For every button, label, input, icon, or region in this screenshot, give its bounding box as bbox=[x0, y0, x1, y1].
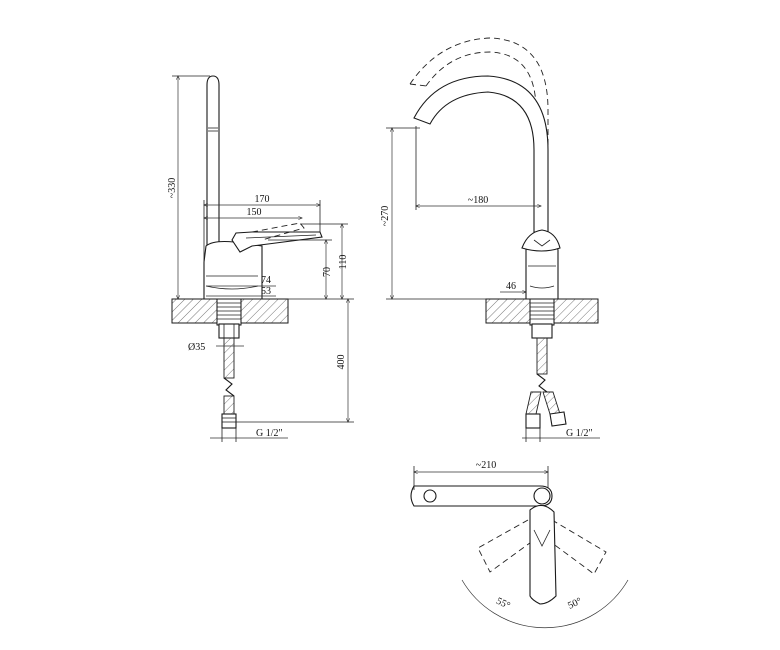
side-lever-raised bbox=[251, 222, 305, 241]
side-hole-35: Ø35 bbox=[188, 342, 205, 353]
front-spout bbox=[413, 75, 549, 233]
front-lever-handle bbox=[521, 229, 561, 252]
side-height-110: 110 bbox=[338, 255, 349, 270]
top-angle-55: 55° bbox=[494, 596, 511, 612]
top-reach-210: ~210 bbox=[476, 460, 496, 471]
top-lever-left-position bbox=[477, 519, 535, 573]
front-base-46: 46 bbox=[506, 281, 516, 292]
side-height-330: ~330 bbox=[167, 178, 178, 198]
top-swing-arc bbox=[461, 579, 629, 629]
side-height-70: 70 bbox=[322, 267, 333, 277]
side-base-74: 74 bbox=[261, 275, 271, 286]
front-view: ~270 ~180 46 G 1/2" bbox=[380, 37, 600, 442]
side-base-53: 53 bbox=[261, 286, 271, 297]
top-angle-50: 50° bbox=[566, 596, 583, 612]
front-height-270: ~270 bbox=[380, 206, 391, 226]
side-reach-150: 150 bbox=[247, 207, 262, 218]
front-spout-raised bbox=[409, 37, 549, 170]
top-view: ~210 55° 50° bbox=[410, 460, 629, 629]
top-lever-handle bbox=[529, 504, 557, 605]
side-lever-handle bbox=[231, 231, 323, 253]
side-thread-g12: G 1/2" bbox=[256, 428, 283, 439]
front-thread-g12: G 1/2" bbox=[566, 428, 593, 439]
side-view: ~330 170 150 110 70 74 53 Ø35 40 bbox=[167, 75, 354, 442]
side-mixer-body bbox=[203, 240, 263, 300]
side-reach-170: 170 bbox=[255, 194, 270, 205]
side-hose-400: 400 bbox=[336, 355, 347, 370]
top-lever-right-position bbox=[547, 519, 607, 575]
side-supply-hose bbox=[221, 337, 237, 429]
front-supply-hoses bbox=[525, 337, 567, 429]
side-spout-pipe bbox=[206, 75, 220, 259]
side-nut bbox=[218, 323, 240, 339]
front-nut bbox=[531, 323, 553, 339]
front-reach-180: ~180 bbox=[468, 195, 488, 206]
